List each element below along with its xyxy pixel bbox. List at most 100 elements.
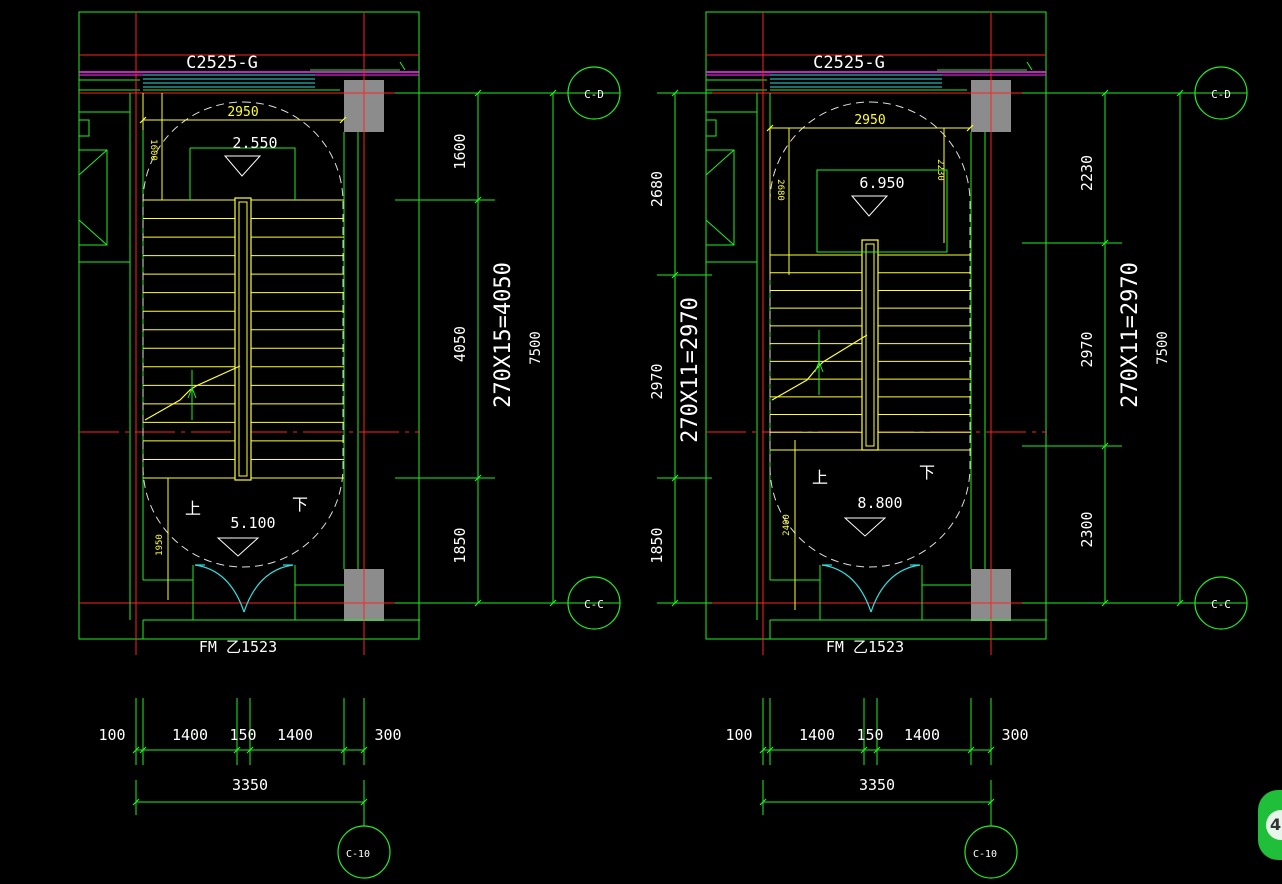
label-down: 下 — [919, 463, 935, 482]
dim-tick — [987, 746, 995, 754]
axis-label-top: C-D — [1211, 88, 1231, 101]
dim-landing-width: 2950 — [227, 105, 258, 120]
door-leaf — [821, 564, 872, 613]
dim-tick — [339, 116, 347, 124]
dim-tick — [340, 746, 348, 754]
axis-label-col: C-10 — [973, 849, 997, 860]
dim-bottom-1: 100 — [725, 726, 752, 744]
dim-tick — [766, 746, 774, 754]
dim-right-2: 4050 — [451, 326, 469, 362]
dim-tick — [759, 798, 767, 806]
wall-line — [705, 149, 735, 176]
door-leaf — [870, 564, 921, 613]
dim-tick — [1176, 89, 1184, 97]
dim-bottom-5: 300 — [374, 726, 401, 744]
dim-total-width: 3350 — [859, 776, 895, 794]
level-triangle — [223, 155, 262, 177]
left-formula: 270X11=2970 — [678, 297, 703, 443]
dim-tick — [549, 599, 557, 607]
arrow-head — [187, 386, 197, 399]
dim-bottom-3: 150 — [856, 726, 883, 744]
side-room — [705, 149, 735, 246]
axis-bubble — [337, 825, 391, 879]
level-bottom: 5.100 — [230, 514, 275, 532]
label-up: 上 — [185, 499, 201, 518]
dim-tick — [987, 798, 995, 806]
break-line — [144, 365, 241, 421]
axis-bubble — [567, 576, 621, 630]
axis-bubble — [1194, 66, 1248, 120]
dim-mid: 1950 — [155, 534, 165, 556]
dim-tick — [139, 746, 147, 754]
wall-line — [399, 61, 406, 71]
badge-count: 4 — [1266, 810, 1282, 840]
turning-circle — [142, 101, 344, 568]
label-up: 上 — [812, 468, 828, 487]
dim-tick — [671, 599, 679, 607]
axis-label-top: C-D — [584, 88, 604, 101]
dim-tick — [549, 89, 557, 97]
dim-tick — [360, 746, 368, 754]
dim-right-1: 1600 — [451, 133, 469, 169]
dim-right-3: 2300 — [1078, 511, 1096, 547]
side-room — [78, 149, 108, 246]
window-label: C2525-G — [813, 53, 885, 73]
handrail-well — [861, 239, 879, 451]
handrail-well — [234, 197, 252, 481]
dim-bottom-3: 150 — [229, 726, 256, 744]
dim-left-2: 2970 — [648, 363, 666, 399]
dim-tick — [1176, 599, 1184, 607]
handrail-inner — [865, 243, 875, 447]
door-leaf — [243, 564, 294, 613]
door-label: FM 乙1523 — [826, 638, 904, 656]
dim-tick — [360, 798, 368, 806]
flight-formula: 270X11=2970 — [1118, 262, 1143, 408]
plan-frame — [705, 11, 1047, 640]
axis-bubble — [964, 825, 1018, 879]
axis-label-bottom: C-C — [1211, 598, 1231, 611]
dim-bottom-1: 100 — [98, 726, 125, 744]
door-leaf — [194, 564, 245, 613]
dim-bottom-2: 1400 — [172, 726, 208, 744]
level-triangle — [216, 537, 260, 557]
level-box — [190, 147, 296, 200]
dim-tick — [873, 746, 881, 754]
dim-bottom-2: 1400 — [799, 726, 835, 744]
axis-bubble — [567, 66, 621, 120]
dim-left-1: 2680 — [648, 171, 666, 207]
dim-small: 2680 — [775, 179, 785, 201]
dim-tick — [860, 746, 868, 754]
floating-badge[interactable]: 4 — [1258, 790, 1282, 860]
dim-small: 1600 — [148, 139, 158, 161]
dim-bottom-4: 1400 — [277, 726, 313, 744]
side-room — [78, 119, 90, 137]
dim-right-3: 1850 — [451, 527, 469, 563]
dim-total-height: 7500 — [528, 331, 544, 365]
stair-plan-2: 2950268022306.9508.800上下2400C2525-GFM 乙1… — [648, 11, 1248, 879]
dim-tick — [966, 124, 974, 132]
dim-tick — [671, 271, 679, 279]
dim-tick — [246, 746, 254, 754]
dim-mid: 2400 — [782, 514, 792, 536]
dim-tick — [132, 798, 140, 806]
turning-circle — [769, 101, 971, 568]
level-triangle — [843, 517, 887, 537]
level-top: 6.950 — [859, 174, 904, 192]
level-bottom: 8.800 — [857, 494, 902, 512]
wall-line — [78, 219, 108, 246]
level-triangle — [850, 195, 889, 217]
wall-line — [1026, 61, 1033, 71]
dim-left-3: 1850 — [648, 527, 666, 563]
dim-tick — [671, 474, 679, 482]
dim-tick — [233, 746, 241, 754]
axis-label-bottom: C-C — [584, 598, 604, 611]
window-label: C2525-G — [186, 53, 258, 73]
dim-tick — [759, 746, 767, 754]
level-top: 2.550 — [232, 134, 277, 152]
arrow-head — [814, 360, 824, 373]
dim-tick — [967, 746, 975, 754]
dim-right-2: 2970 — [1078, 331, 1096, 367]
dim-total-height: 7500 — [1155, 331, 1171, 365]
axis-label-col: C-10 — [346, 849, 370, 860]
